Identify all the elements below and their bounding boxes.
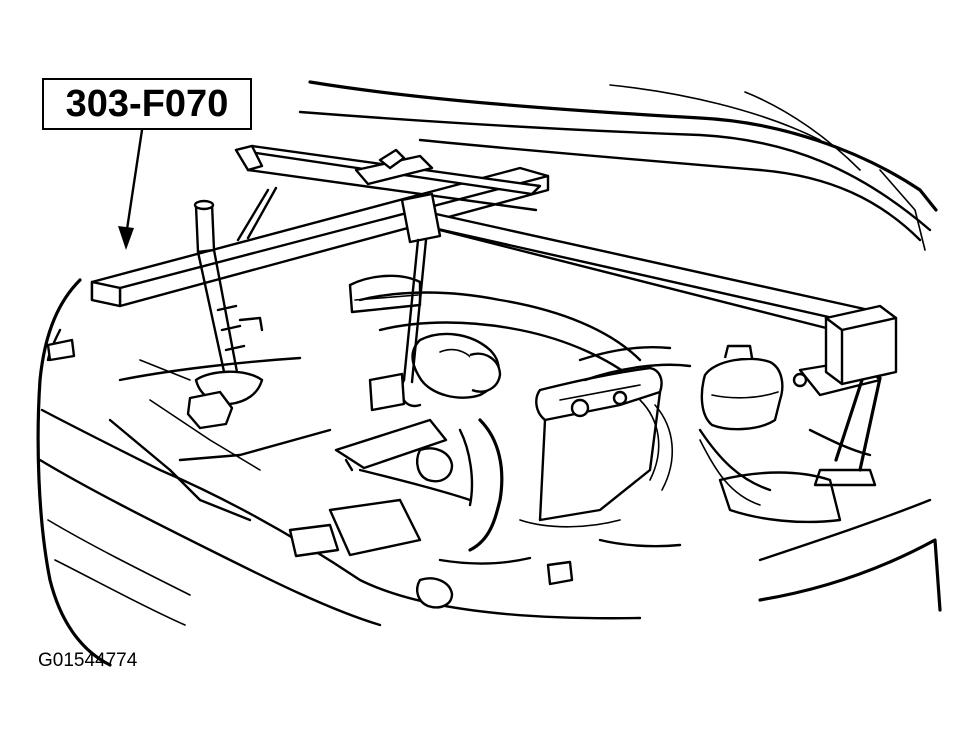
valve-cover: [535, 366, 663, 522]
engine-support-bar-tool: [90, 144, 898, 487]
figure-id-label: G01544774: [38, 650, 138, 671]
brake-fluid-reservoir: [700, 344, 784, 431]
radiator-support: [108, 356, 332, 522]
vehicle-hood: [298, 80, 938, 251]
fender-and-grille: [36, 278, 942, 667]
callout-leader-arrow: [118, 128, 144, 250]
intake-manifold: [348, 274, 642, 399]
lower-engine-components: [288, 447, 682, 609]
tool-callout-label: 303-F070: [42, 78, 252, 130]
